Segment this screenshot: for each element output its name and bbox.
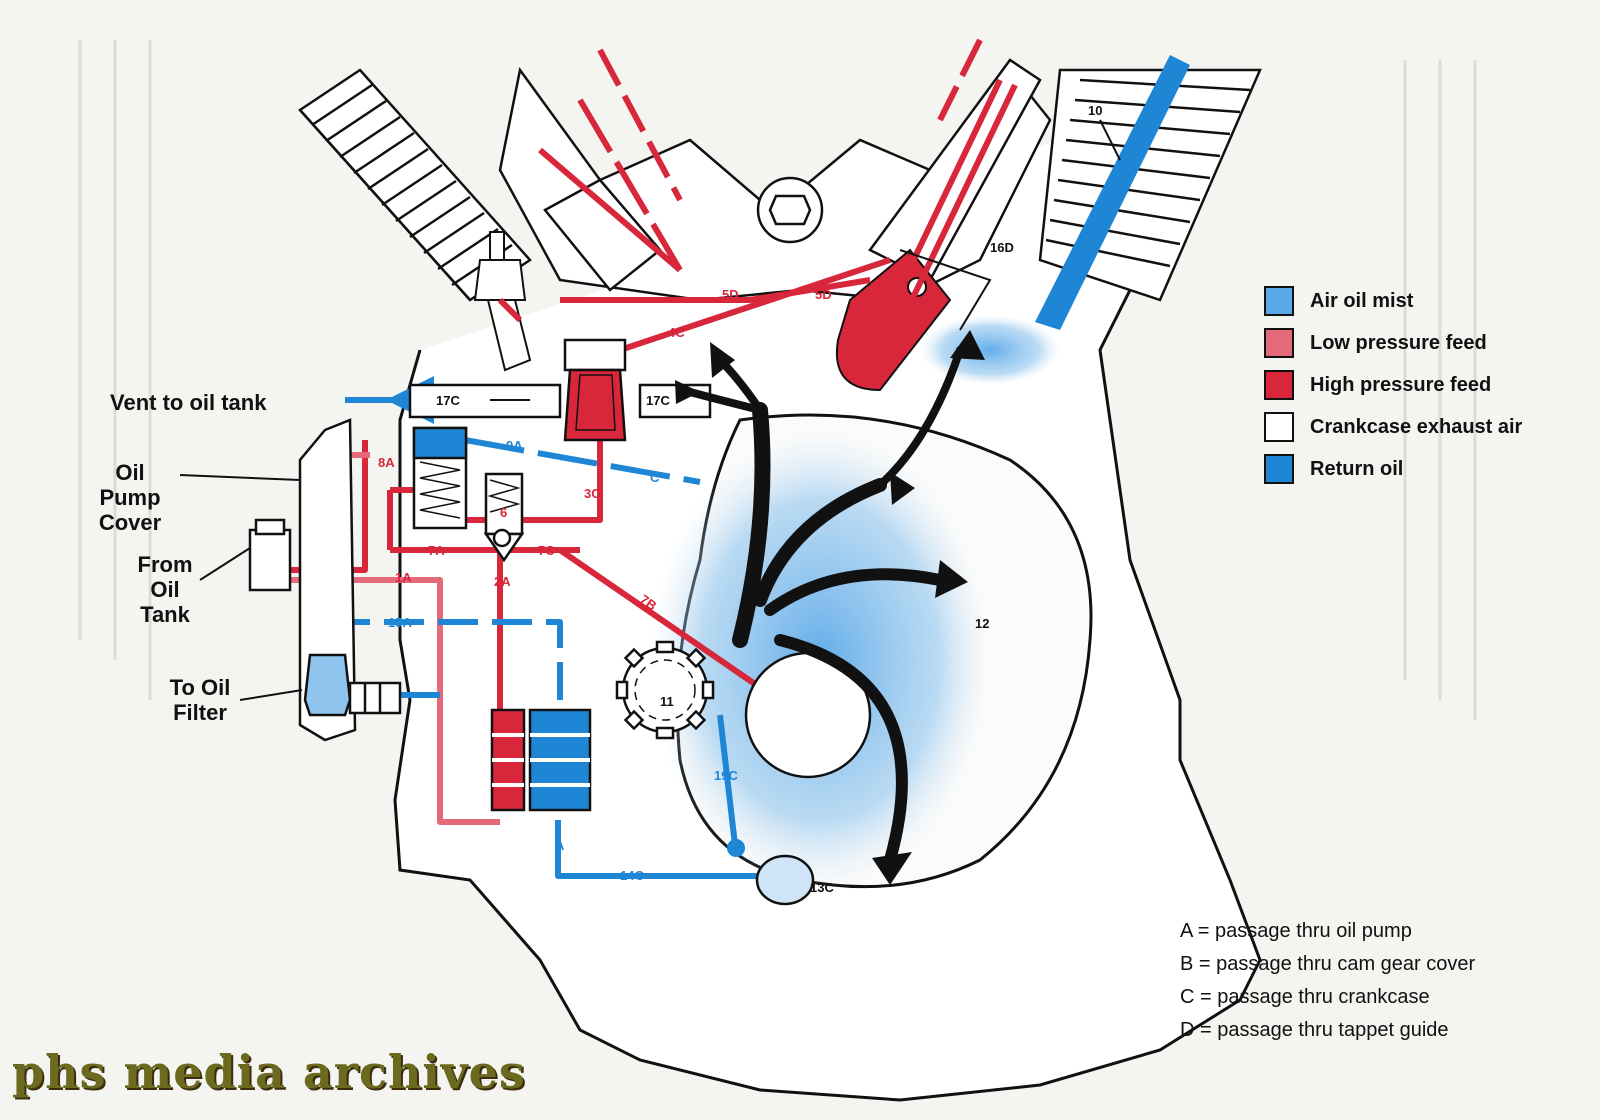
key-item-d: D = passage thru tappet guide: [1180, 1019, 1449, 1041]
oil-pump-stacks: [490, 708, 592, 812]
vent-to-oil-tank-label: Vent to oil tank: [110, 390, 267, 415]
legend-swatch: [1264, 328, 1294, 358]
key-item-a: A = passage thru oil pump: [1180, 920, 1412, 942]
oil-pump-cover-line-1: Oil: [115, 460, 145, 485]
from-oil-tank-line-2: Oil: [150, 577, 180, 602]
passage-label-13c: 13C: [810, 880, 834, 895]
to-oil-filter-label: To Oil Filter: [150, 675, 250, 725]
legend-swatch: [1264, 286, 1294, 316]
passage-label-1a: 1A: [395, 570, 412, 585]
legend-label: High pressure feed: [1310, 373, 1492, 396]
passage-label-c: C: [650, 470, 660, 485]
passage-label-7a: 7A: [428, 543, 445, 558]
background-texture: [78, 40, 1477, 720]
passage-label-a: A: [555, 838, 565, 853]
oil-pump-cover-line-2: Pump: [99, 485, 161, 510]
legend-item-high-pressure-feed: High pressure feed: [1264, 364, 1522, 406]
passage-label-3c: 3C: [584, 486, 601, 501]
sump-pickup: [755, 854, 815, 906]
passage-label-14c: 14C: [620, 868, 644, 883]
passage-label-8a: 8A: [378, 455, 395, 470]
front-cylinder: [298, 68, 532, 302]
passage-label-17c-right: 17C: [646, 393, 670, 408]
return-oil-passage-10: [1035, 55, 1190, 330]
to-oil-filter-line-2: Filter: [173, 700, 227, 725]
oil-pump-cover: [248, 418, 402, 742]
legend-item-return-oil: Return oil: [1264, 448, 1522, 490]
passage-label-5d-b: 5D: [815, 287, 832, 302]
oil-pump-cover-line-3: Cover: [98, 510, 162, 535]
legend-label: Return oil: [1310, 457, 1404, 480]
key-item-b: B = passage thru cam gear cover: [1180, 953, 1476, 975]
passage-label-7c: 7C: [538, 543, 555, 558]
return-oil-drop: [727, 839, 745, 857]
oil-pump-cover-label: Oil Pump Cover: [80, 460, 180, 535]
to-oil-filter-line-1: To Oil: [169, 675, 231, 700]
legend-swatch: [1264, 454, 1294, 484]
legend-item-crankcase-exhaust-air: Crankcase exhaust air: [1264, 406, 1522, 448]
from-oil-tank-label: From Oil Tank: [120, 552, 210, 627]
from-oil-tank-line-1: From: [137, 552, 193, 577]
cam-gear: [615, 640, 715, 740]
from-oil-tank-line-3: Tank: [140, 602, 190, 627]
tappet-guide: [835, 58, 1042, 392]
passage-label-11: 11: [660, 694, 674, 709]
passage-label-9a: 9A: [506, 438, 523, 453]
passage-label-12: 12: [975, 616, 990, 631]
legend-label: Crankcase exhaust air: [1310, 415, 1523, 438]
legend-swatch: [1264, 412, 1294, 442]
passage-label-6: 6: [500, 505, 508, 520]
legend-swatch: [1264, 370, 1294, 400]
passage-label-17c-left: 17C: [436, 393, 460, 408]
passage-key: A = passage thru oil pump B = passage th…: [1180, 915, 1475, 1047]
legend-label: Air oil mist: [1310, 289, 1414, 312]
key-item-c: C = passage thru crankcase: [1180, 986, 1430, 1008]
passage-label-2a: 2A: [494, 574, 511, 589]
legend-item-low-pressure-feed: Low pressure feed: [1264, 322, 1522, 364]
arrow-heads: [675, 330, 985, 885]
high-pressure-feed-lines: [270, 38, 983, 718]
legend-item-air-oil-mist: Air oil mist: [1264, 280, 1522, 322]
passage-label-19c: 19C: [714, 768, 738, 783]
passage-label-15a: 15A: [388, 615, 412, 630]
pressure-relief-valve: [412, 426, 525, 563]
passage-label-4c: 4C: [668, 325, 685, 340]
passage-label-5d-a: 5D: [722, 287, 739, 302]
legend: Air oil mist Low pressure feed High pres…: [1264, 280, 1522, 490]
watermark: phs media archives: [12, 1045, 526, 1099]
passage-label-16d: 16D: [990, 240, 1014, 255]
leader-10: [1099, 119, 1121, 161]
legend-label: Low pressure feed: [1310, 331, 1487, 354]
callout-leaders: [179, 474, 303, 701]
air-oil-mist-cloud-upper: [920, 315, 1060, 385]
passage-label-10: 10: [1088, 103, 1103, 118]
breather-assembly: [408, 338, 712, 442]
crankcase-exhaust-arrows: [686, 346, 964, 866]
spark-plug: [473, 231, 532, 372]
